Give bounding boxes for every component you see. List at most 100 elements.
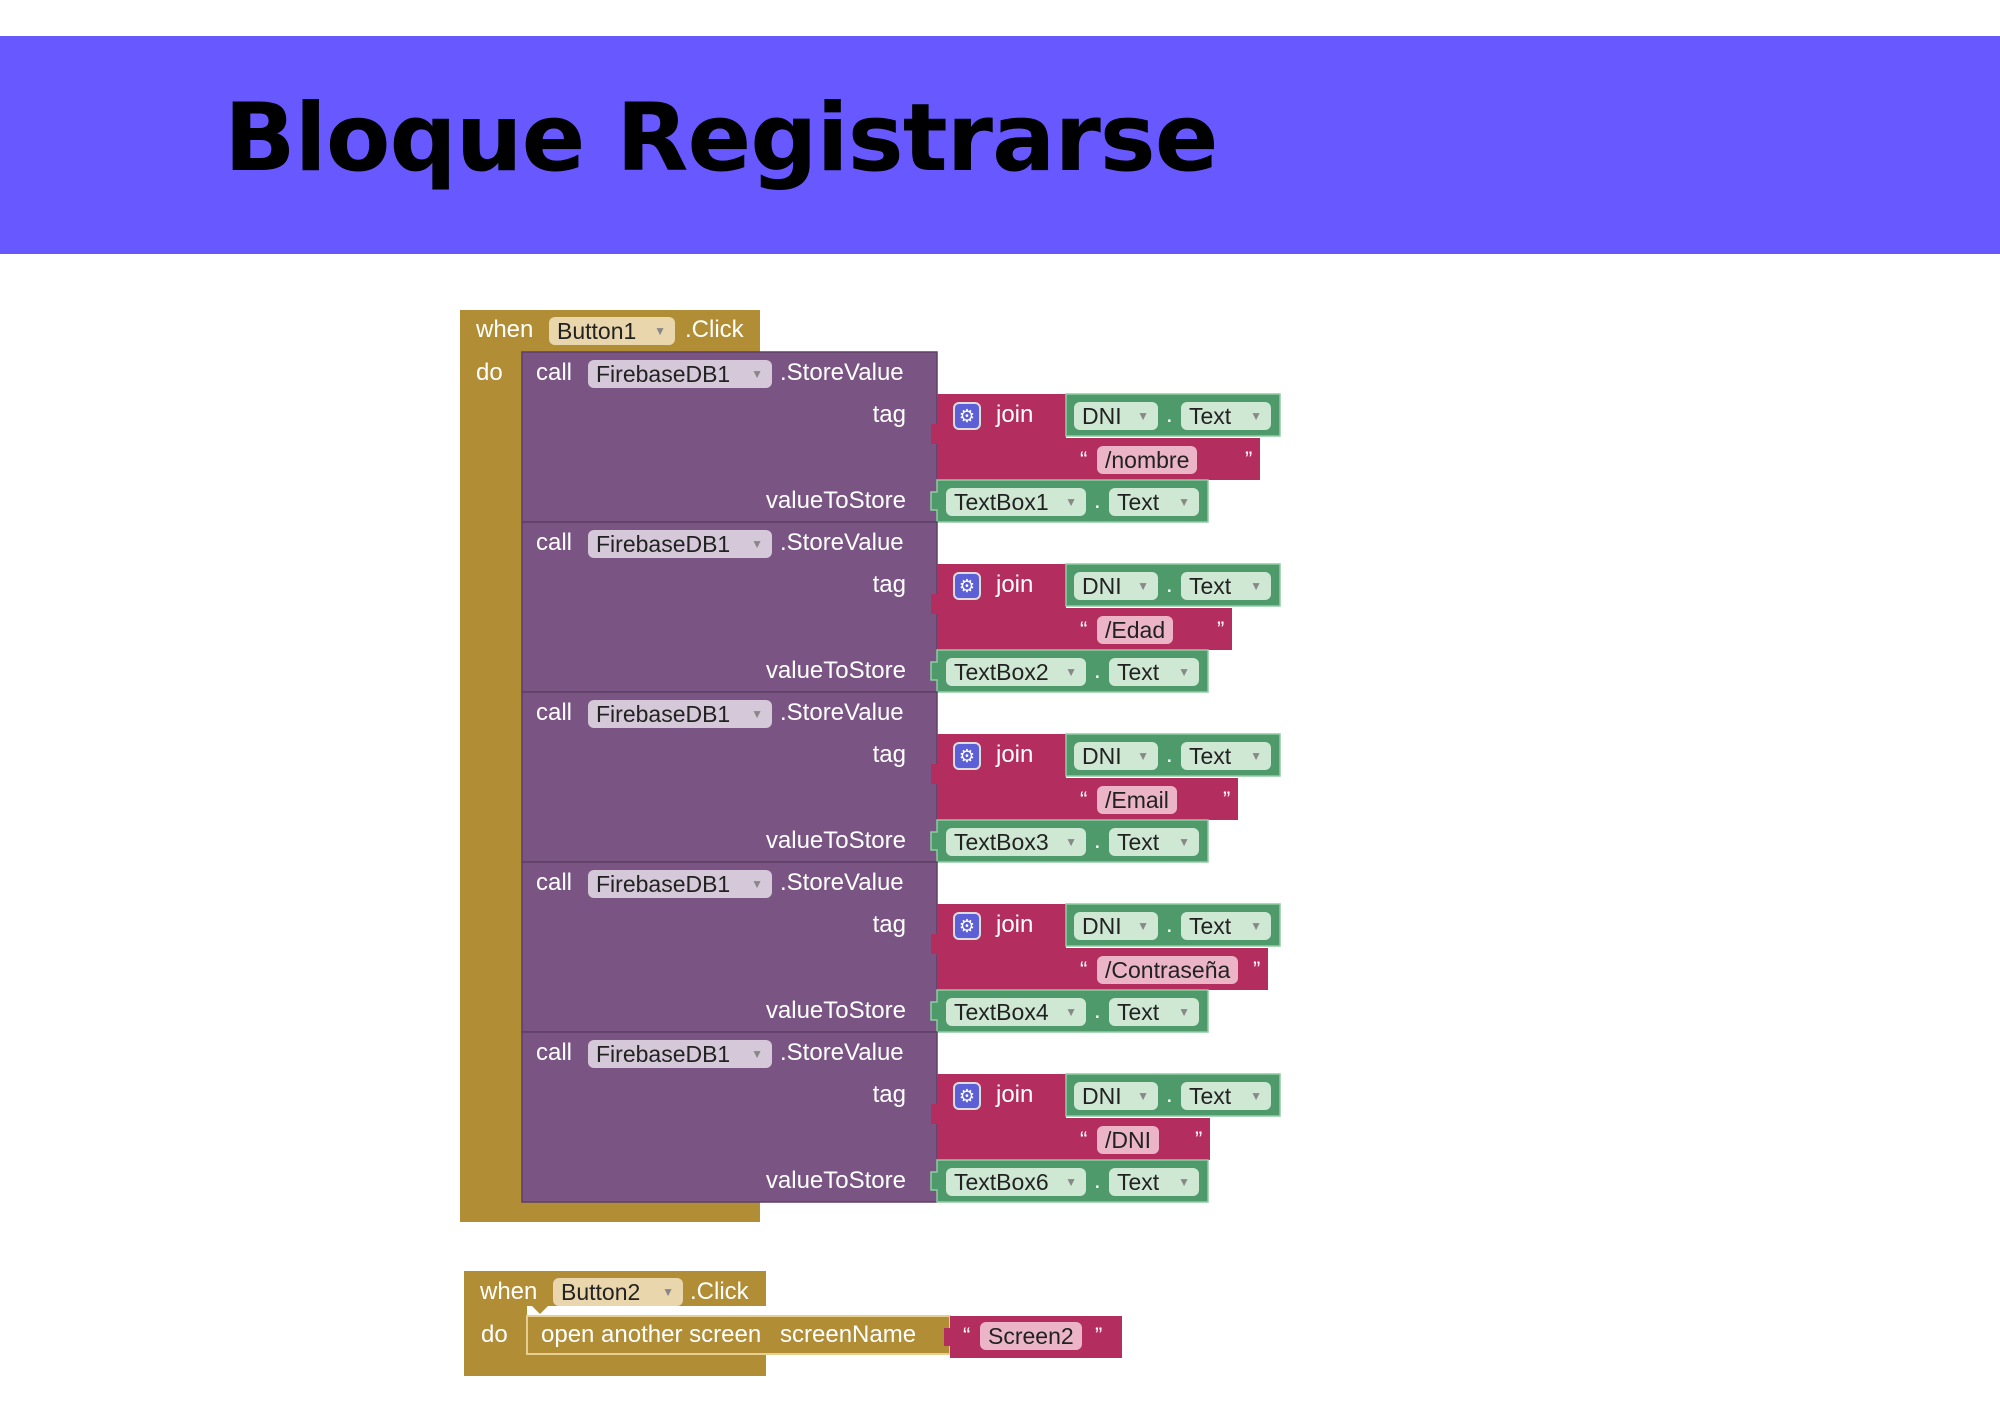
firebasedb-dropdown-label: FirebaseDB1	[596, 701, 731, 727]
textbox-dropdown[interactable]: TextBox3 ▼	[946, 828, 1086, 856]
textbox-text-dropdown[interactable]: Text ▼	[1109, 488, 1199, 516]
firebasedb-dropdown-label: FirebaseDB1	[596, 1041, 731, 1067]
value-to-store-label: valueToStore	[765, 1167, 906, 1194]
dni-text-dropdown-label: Text	[1189, 743, 1232, 769]
dni-text-dropdown[interactable]: Text▼	[1181, 1082, 1271, 1110]
dropdown-arrow-icon: ▼	[1178, 1005, 1190, 1019]
dropdown-arrow-icon: ▼	[1065, 495, 1077, 509]
textbox-dot-label: .	[1094, 487, 1101, 514]
dni-text-dropdown[interactable]: Text▼	[1181, 402, 1271, 430]
dropdown-arrow-icon: ▼	[751, 367, 763, 381]
tag-string-field[interactable]: /Edad	[1097, 616, 1174, 644]
event1-block-shape	[460, 310, 760, 1222]
screen2-open-quote: “	[963, 1323, 971, 1348]
dropdown-arrow-icon: ▼	[1137, 919, 1149, 933]
dropdown-arrow-icon: ▼	[1065, 835, 1077, 849]
textbox-text-dropdown[interactable]: Text▼	[1109, 828, 1199, 856]
gear-icon[interactable]: ⚙	[953, 402, 981, 430]
title-banner	[0, 36, 2000, 254]
textbox-dropdown-label: TextBox2	[954, 659, 1049, 685]
storevalue-method-label: .StoreValue	[780, 359, 904, 386]
dropdown-arrow-icon: ▼	[1178, 495, 1190, 509]
textbox-text-dropdown[interactable]: Text▼	[1109, 658, 1199, 686]
textbox-dropdown-label: TextBox3	[954, 829, 1049, 855]
join-label: join	[996, 911, 1034, 938]
textbox-dropdown[interactable]: TextBox4▼	[946, 998, 1086, 1026]
button2-dropdown[interactable]: Button2 ▼	[553, 1278, 683, 1306]
tag-label: tag	[872, 571, 906, 598]
dropdown-arrow-icon: ▼	[751, 1047, 763, 1061]
page-title: Bloque Registrarse	[224, 84, 1219, 193]
close-quote: ”	[1245, 447, 1253, 472]
dni-dropdown[interactable]: DNI▼	[1074, 912, 1158, 940]
dni-dropdown[interactable]: DNI▼	[1074, 402, 1158, 430]
open-quote: “	[1080, 617, 1088, 642]
textbox-dropdown-label: TextBox1	[954, 489, 1049, 515]
dropdown-arrow-icon: ▼	[654, 324, 666, 338]
open-quote: “	[1080, 447, 1088, 472]
dropdown-arrow-icon: ▼	[751, 707, 763, 721]
textbox-text-dropdown[interactable]: Text▼	[1109, 1168, 1199, 1196]
dni-dropdown-label: DNI	[1082, 1083, 1122, 1109]
screen2-close-quote: ”	[1095, 1323, 1103, 1348]
button1-dropdown[interactable]: Button1▼	[549, 317, 675, 345]
dropdown-arrow-icon: ▼	[751, 877, 763, 891]
screen2-string-field[interactable]: Screen2	[980, 1322, 1082, 1350]
value-to-store-label: valueToStore	[765, 487, 906, 514]
firebasedb-dropdown[interactable]: FirebaseDB1▼	[588, 360, 772, 388]
gear-icon[interactable]: ⚙	[953, 912, 981, 940]
tag-string-field[interactable]: /Contraseña	[1097, 956, 1239, 984]
gear-icon[interactable]: ⚙	[953, 572, 981, 600]
textbox-dropdown[interactable]: TextBox6 ▼	[946, 1168, 1086, 1196]
tag-string-field[interactable]: /DNI	[1097, 1126, 1159, 1154]
dni-dropdown[interactable]: DNI▼	[1074, 1082, 1158, 1110]
dni-text-dropdown-label: Text	[1189, 913, 1232, 939]
call-label: call	[536, 529, 573, 556]
firebasedb-dropdown[interactable]: FirebaseDB1▼	[588, 530, 772, 558]
firebasedb-dropdown-label: FirebaseDB1	[596, 531, 731, 557]
dropdown-arrow-icon: ▼	[1250, 749, 1262, 763]
value-to-store-label: valueToStore	[765, 997, 906, 1024]
dni-text-dropdown[interactable]: Text▼	[1181, 572, 1271, 600]
tag-label: tag	[872, 741, 906, 768]
textbox-dropdown[interactable]: TextBox2▼	[946, 658, 1086, 686]
dni-dropdown[interactable]: DNI▼	[1074, 572, 1158, 600]
event1-click-label: .Click	[685, 316, 744, 343]
tag-string-field[interactable]: /nombre	[1097, 446, 1198, 474]
event2-click-label: .Click	[690, 1278, 749, 1305]
textbox-dropdown[interactable]: TextBox1 ▼	[946, 488, 1086, 516]
value-to-store-label: valueToStore	[765, 827, 906, 854]
close-quote: ”	[1217, 617, 1225, 642]
firebasedb-dropdown[interactable]: FirebaseDB1 ▼	[588, 700, 772, 728]
gear-icon[interactable]: ⚙	[953, 1082, 981, 1110]
dni-dropdown-label: DNI	[1082, 743, 1122, 769]
textbox-dropdown-label: TextBox4	[954, 999, 1049, 1025]
dni-dropdown[interactable]: DNI▼	[1074, 742, 1158, 770]
textbox-text-dropdown-label: Text	[1117, 999, 1160, 1025]
storevalue-method-label: .StoreValue	[780, 869, 904, 896]
firebasedb-dropdown[interactable]: FirebaseDB1 ▼	[588, 870, 772, 898]
firebasedb-dropdown-label: FirebaseDB1	[596, 871, 731, 897]
textbox-text-dropdown[interactable]: Text ▼	[1109, 998, 1199, 1026]
dni-text-dropdown[interactable]: Text▼	[1181, 912, 1271, 940]
tag-label: tag	[872, 911, 906, 938]
close-quote: ”	[1195, 1127, 1203, 1152]
tag-string-field[interactable]: /Email	[1097, 786, 1177, 814]
textbox-text-dropdown-label: Text	[1117, 489, 1160, 515]
event1-do-label: do	[476, 359, 503, 386]
dropdown-arrow-icon: ▼	[1065, 1175, 1077, 1189]
open-another-screen-label: open another screen	[541, 1321, 762, 1348]
gear-icon[interactable]: ⚙	[953, 742, 981, 770]
firebasedb-dropdown[interactable]: FirebaseDB1 ▼	[588, 1040, 772, 1068]
join-label: join	[996, 741, 1034, 768]
dropdown-arrow-icon: ▼	[1178, 665, 1190, 679]
dropdown-arrow-icon: ▼	[1250, 579, 1262, 593]
dropdown-arrow-icon: ▼	[1178, 1175, 1190, 1189]
call-label: call	[536, 869, 573, 896]
dni-text-dropdown[interactable]: Text ▼	[1181, 742, 1271, 770]
storevalue-method-label: .StoreValue	[780, 1039, 904, 1066]
screenname-param-label: screenName	[780, 1321, 917, 1348]
textbox-dropdown-label: TextBox6	[954, 1169, 1049, 1195]
close-quote: ”	[1253, 957, 1261, 982]
